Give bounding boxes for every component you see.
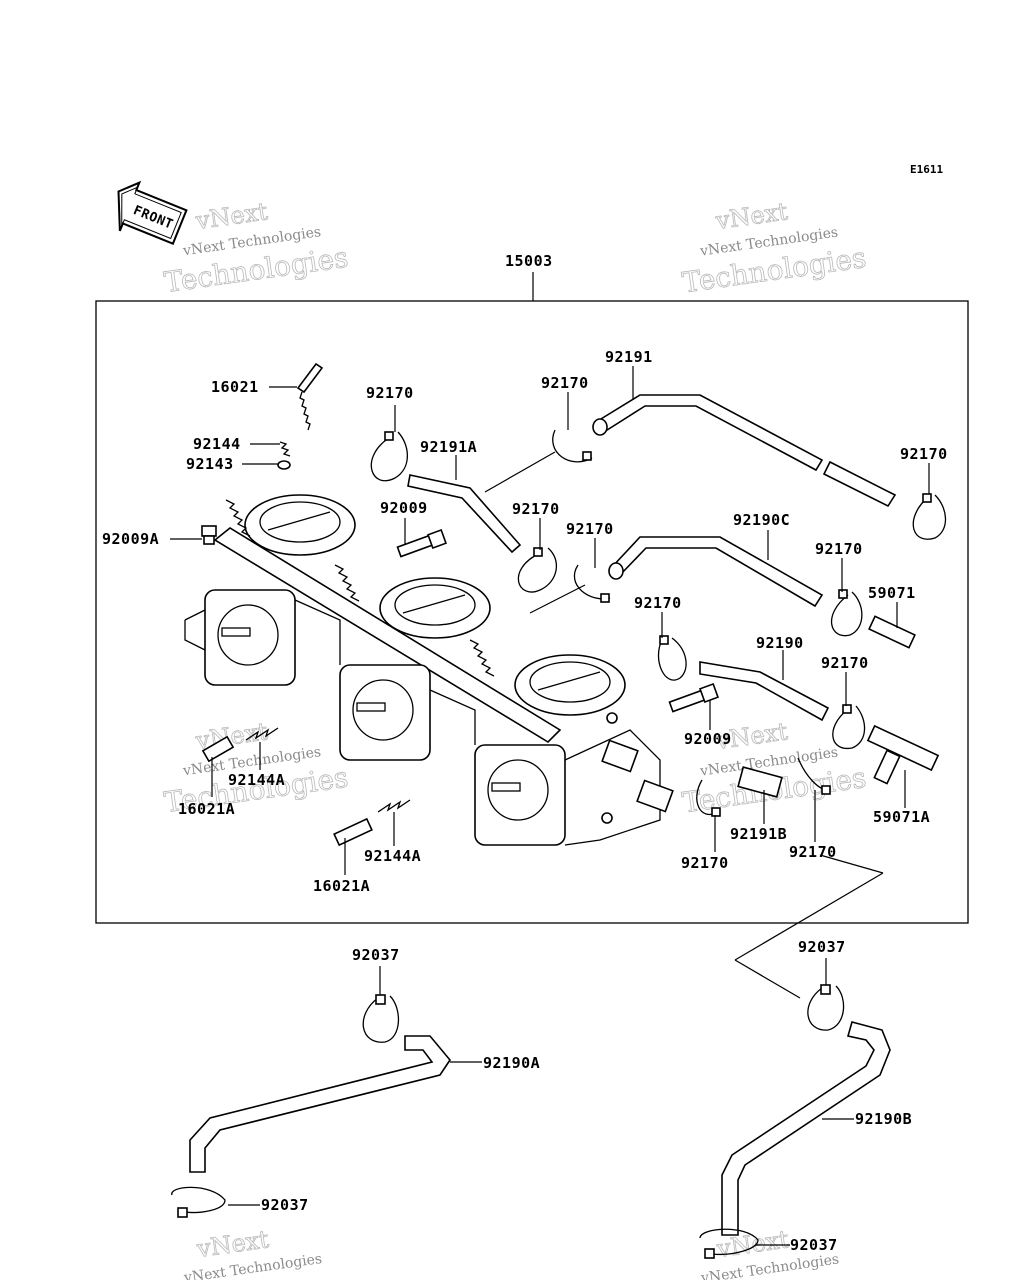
label-92037-d[interactable]: 92037 <box>790 1236 838 1254</box>
hose-92190 <box>699 661 830 722</box>
label-92170-j[interactable]: 92170 <box>789 843 837 861</box>
label-59071A[interactable]: 59071A <box>873 808 930 826</box>
label-92037-c[interactable]: 92037 <box>798 938 846 956</box>
label-16021A-b[interactable]: 16021A <box>313 877 370 895</box>
assembly-label[interactable]: 15003 <box>505 252 553 270</box>
clamps-92037 <box>171 984 845 1259</box>
label-92170-c[interactable]: 92170 <box>512 500 560 518</box>
screw-92009-upper <box>396 529 447 558</box>
spring-92144A-left <box>245 727 279 741</box>
label-92191B[interactable]: 92191B <box>730 825 787 843</box>
spring-92144 <box>279 441 291 457</box>
label-92190A[interactable]: 92190A <box>483 1054 540 1072</box>
spring-92144A-right <box>377 799 411 813</box>
label-92170-h[interactable]: 92170 <box>821 654 869 672</box>
label-92170-a[interactable]: 92170 <box>366 384 414 402</box>
svg-text:vNext: vNext <box>194 1225 270 1263</box>
label-92191A[interactable]: 92191A <box>420 438 477 456</box>
idle-screw-16021 <box>296 362 324 431</box>
diagram-code: E1611 <box>910 163 943 176</box>
watermark-top-right: vNext vNext Technologies Technologies <box>680 197 869 300</box>
pilot-screw-16021A-right <box>333 817 373 847</box>
label-59071[interactable]: 59071 <box>868 584 916 602</box>
pilot-screw-16021A-left <box>201 735 235 763</box>
front-arrow-icon: FRONT <box>117 180 188 245</box>
label-92190[interactable]: 92190 <box>756 634 804 652</box>
label-92037-a[interactable]: 92037 <box>352 946 400 964</box>
label-92170-f[interactable]: 92170 <box>815 540 863 558</box>
label-16021A-a[interactable]: 16021A <box>178 800 235 818</box>
hose-92191B <box>737 766 783 798</box>
fitting-59071 <box>868 615 916 649</box>
label-92144A-a[interactable]: 92144A <box>228 771 285 789</box>
svg-text:vNext: vNext <box>193 197 269 235</box>
hose-92191A <box>407 474 522 554</box>
label-92009-b[interactable]: 92009 <box>684 730 732 748</box>
hose-92191 <box>592 394 897 508</box>
hose-92190C <box>608 536 824 608</box>
assembly-frame <box>95 300 969 924</box>
label-92170-b[interactable]: 92170 <box>541 374 589 392</box>
label-92037-b[interactable]: 92037 <box>261 1196 309 1214</box>
carburetor-assembly-drawing <box>184 494 674 846</box>
label-92144A-b[interactable]: 92144A <box>364 847 421 865</box>
svg-text:vNext: vNext <box>713 197 789 235</box>
label-92190C[interactable]: 92190C <box>733 511 790 529</box>
leader-lines <box>170 366 930 1246</box>
label-92170-e[interactable]: 92170 <box>900 445 948 463</box>
label-92170-g[interactable]: 92170 <box>634 594 682 612</box>
label-92170-d[interactable]: 92170 <box>566 520 614 538</box>
label-92009-a[interactable]: 92009 <box>380 499 428 517</box>
label-16021[interactable]: 16021 <box>211 378 259 396</box>
hose-92190B <box>721 1021 891 1236</box>
fitting-59071A <box>866 724 940 785</box>
label-92191[interactable]: 92191 <box>605 348 653 366</box>
hose-92190A <box>189 1035 451 1173</box>
label-92143[interactable]: 92143 <box>186 455 234 473</box>
label-92190B[interactable]: 92190B <box>855 1110 912 1128</box>
watermark-mid-right: vNext vNext Technologies Technologies <box>680 717 869 820</box>
screw-92009-lower <box>668 683 719 713</box>
label-92144[interactable]: 92144 <box>193 435 241 453</box>
watermark-top-left: vNext vNext Technologies Technologies <box>162 197 351 300</box>
label-92009A[interactable]: 92009A <box>102 530 159 548</box>
washer-92143 <box>277 460 291 470</box>
watermark-bottom-left: vNext vNext Technologies <box>182 1225 323 1280</box>
screw-92009A <box>201 525 217 545</box>
clamp-92170-set <box>370 429 947 817</box>
label-92170-i[interactable]: 92170 <box>681 854 729 872</box>
